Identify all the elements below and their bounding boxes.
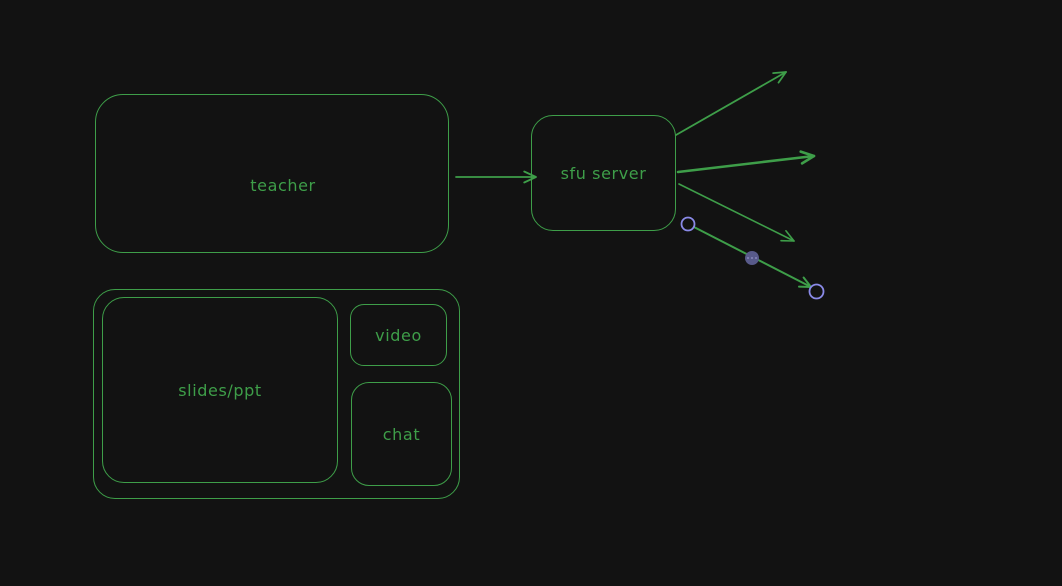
node-teacher[interactable]: teacher — [95, 94, 449, 253]
arrow-midpoint-handle[interactable] — [745, 251, 759, 265]
arrow-end-handle[interactable] — [808, 283, 825, 300]
node-video[interactable]: video — [350, 304, 447, 366]
node-sfu-server-label: sfu server — [560, 163, 647, 183]
node-slides-ppt[interactable]: slides/ppt — [102, 297, 338, 483]
arrow-sfu-out-middle[interactable] — [676, 150, 816, 174]
arrow-start-handle[interactable] — [680, 216, 696, 232]
node-video-label: video — [375, 325, 422, 345]
group-student-layout[interactable] — [93, 289, 460, 499]
arrow-teacher-to-sfu[interactable] — [455, 170, 537, 184]
node-sfu-server[interactable]: sfu server — [531, 115, 676, 231]
node-slides-ppt-label: slides/ppt — [178, 380, 262, 400]
node-chat[interactable]: chat — [351, 382, 452, 486]
node-chat-label: chat — [382, 424, 421, 444]
node-teacher-label: teacher — [250, 176, 316, 195]
arrow-sfu-out-lower[interactable] — [678, 183, 795, 242]
arrow-sfu-out-upper[interactable] — [675, 71, 787, 136]
